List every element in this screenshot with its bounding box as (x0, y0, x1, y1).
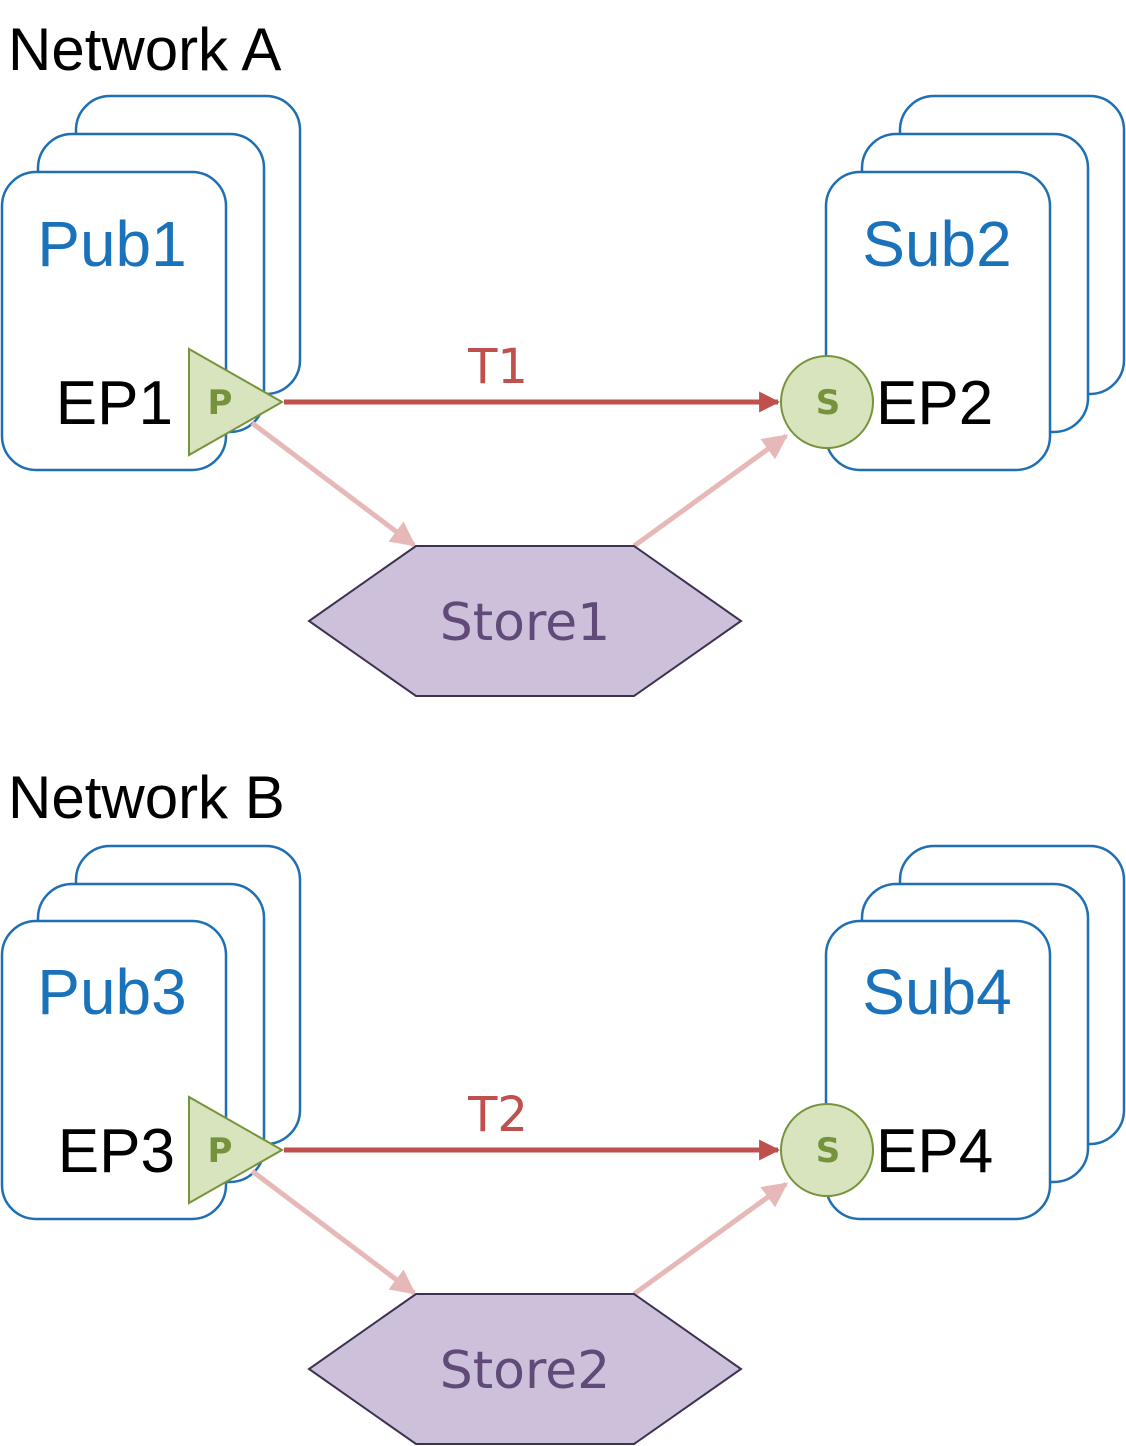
publisher-endpoint-label: EP1 (56, 369, 173, 438)
network-title: Network B (8, 764, 285, 831)
publisher-stack: Pub1 EP1 (0, 94, 302, 472)
network-title: Network A (8, 16, 281, 83)
store-hexagon (307, 545, 743, 697)
subscriber-badge-letter: S (816, 383, 841, 423)
topic-label: T2 (467, 1087, 528, 1143)
network-a: Network A Pub1 EP1 Sub2 EP2 T1 Store1 P (0, 16, 1126, 697)
store-to-subscriber-arrow (632, 433, 789, 549)
topic-label: T1 (467, 339, 528, 395)
network-b: Network B Pub3 EP3 Sub4 EP4 T2 Store2 P (0, 764, 1126, 1445)
publisher-endpoint-triangle-icon (188, 1095, 285, 1205)
subscriber-endpoint-circle-icon (780, 1103, 874, 1197)
subscriber-endpoint-label: EP4 (876, 1117, 993, 1186)
store-label: Store1 (440, 593, 611, 653)
subscriber-name: Sub4 (862, 956, 1011, 1028)
publisher-to-store-arrow (250, 1169, 416, 1295)
publisher-badge-letter: P (208, 383, 233, 423)
publisher-name: Pub3 (37, 956, 186, 1028)
publisher-card-front (0, 919, 228, 1221)
subscriber-stack: Sub2 EP2 (824, 94, 1126, 472)
publisher-stack: Pub3 EP3 (0, 844, 302, 1221)
store-to-subscriber-arrow (632, 1181, 789, 1297)
publisher-endpoint-label: EP3 (58, 1117, 175, 1186)
subscriber-badge-letter: S (816, 1131, 841, 1171)
subscriber-name: Sub2 (862, 208, 1011, 280)
subscriber-endpoint-circle-icon (780, 355, 874, 449)
publisher-name: Pub1 (37, 208, 186, 280)
publisher-card-front (0, 170, 228, 472)
subscriber-card-front (824, 170, 1052, 472)
store-label: Store2 (440, 1341, 611, 1401)
subscriber-card-front (824, 919, 1052, 1221)
store-hexagon (307, 1293, 743, 1445)
publisher-to-store-arrow (250, 421, 416, 547)
subscriber-stack: Sub4 EP4 (824, 844, 1126, 1221)
publisher-badge-letter: P (208, 1131, 233, 1171)
subscriber-endpoint-label: EP2 (876, 369, 993, 438)
publisher-endpoint-triangle-icon (188, 347, 285, 457)
